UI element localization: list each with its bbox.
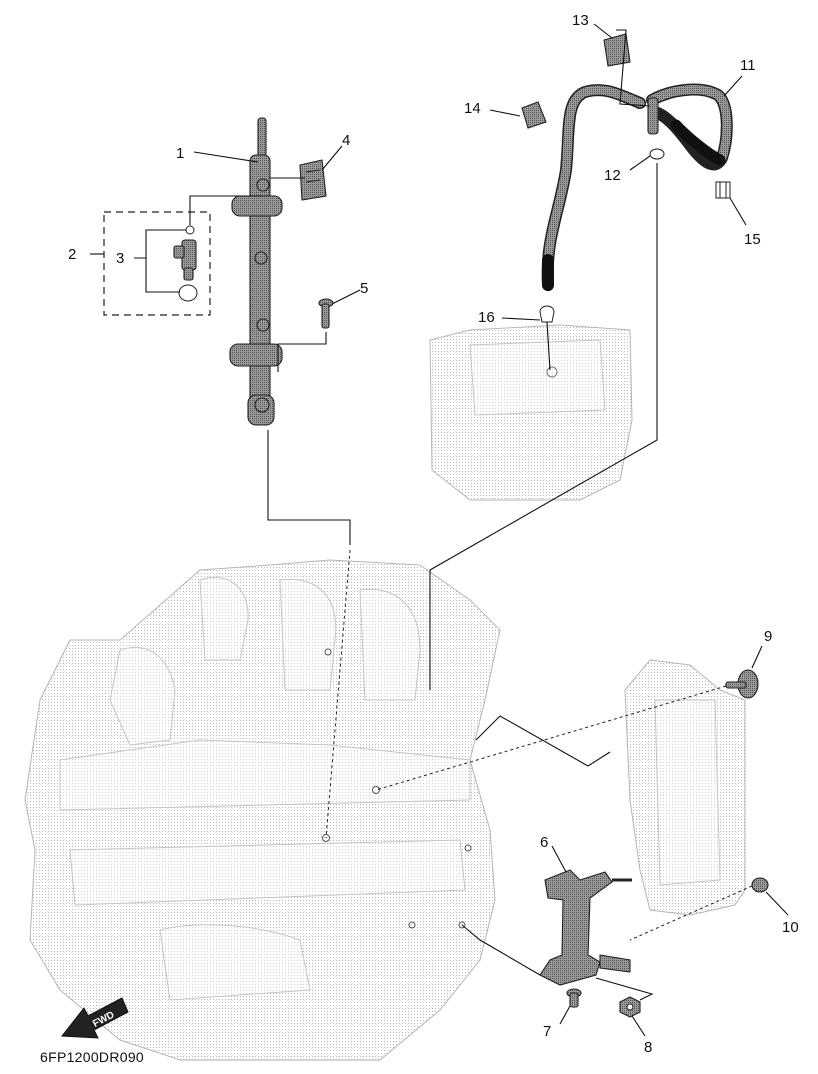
cylinder-head-ghost xyxy=(429,324,633,501)
callout-3: 3 xyxy=(116,250,124,267)
callout-12: 12 xyxy=(604,167,621,184)
hose-clip-15 xyxy=(715,181,731,199)
injector-kit-box xyxy=(103,211,211,316)
callout-6: 6 xyxy=(540,834,548,851)
callout-4: 4 xyxy=(342,132,350,149)
bolt-5 xyxy=(318,298,334,329)
rail-clip xyxy=(299,159,327,201)
callout-2: 2 xyxy=(68,246,76,263)
hose-clip-16 xyxy=(539,305,555,323)
grommet-9 xyxy=(725,669,759,699)
bolt-7 xyxy=(566,988,582,1008)
callout-5: 5 xyxy=(360,280,368,297)
fuel-rail xyxy=(229,117,283,426)
fuel-injector xyxy=(173,225,198,302)
engine-block-ghost xyxy=(24,559,501,1061)
fuel-hose xyxy=(541,83,733,291)
callout-1: 1 xyxy=(176,145,184,162)
nut-8 xyxy=(619,996,641,1018)
callout-7: 7 xyxy=(543,1023,551,1040)
o-ring-12 xyxy=(649,148,665,160)
callout-14: 14 xyxy=(464,100,481,117)
callout-15: 15 xyxy=(744,231,761,248)
reference-code: 6FP1200DR090 xyxy=(40,1049,144,1065)
hose-clip-13 xyxy=(603,33,631,67)
bracket xyxy=(539,869,632,986)
callout-16: 16 xyxy=(478,309,495,326)
callout-13: 13 xyxy=(572,12,589,29)
callout-10: 10 xyxy=(782,919,799,936)
leader-lines xyxy=(90,23,789,1037)
nut-10 xyxy=(751,877,769,893)
callout-9: 9 xyxy=(764,628,772,645)
callout-8: 8 xyxy=(644,1039,652,1056)
callout-11: 11 xyxy=(740,57,756,74)
side-cover-ghost xyxy=(624,659,746,916)
hose-clip-14 xyxy=(521,101,547,129)
